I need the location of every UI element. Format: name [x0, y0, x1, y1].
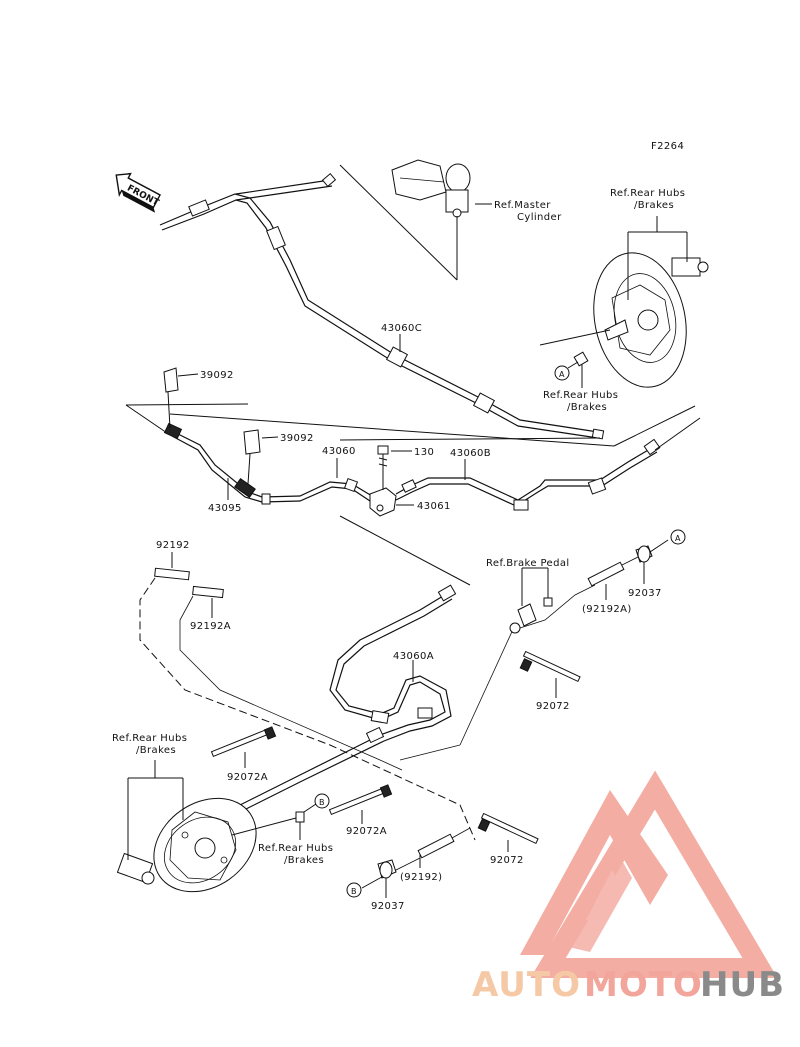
- callout-A-top: A: [559, 370, 565, 379]
- master-cylinder: [339, 159, 492, 281]
- brake-pedal-fitting: [509, 567, 553, 634]
- callout-B-mid: B: [319, 798, 325, 807]
- brake-pipe-43060C: [159, 173, 605, 440]
- part-39092-a: 39092: [200, 370, 234, 381]
- ref-rear-hubs-bottom-line1: Ref.Rear Hubs: [258, 843, 333, 854]
- front-arrow-icon: FRONT: [115, 172, 161, 213]
- watermark-moto: MOTO: [584, 965, 703, 1005]
- callout-A-pedal: A: [675, 534, 681, 543]
- part-92072A-b: 92072A: [346, 826, 387, 837]
- brake-pipe-43060: [261, 477, 373, 505]
- cable-92192: [139, 567, 476, 841]
- clip-39092-a: [163, 367, 199, 429]
- ref-rear-hubs-mid-line1: Ref.Rear Hubs: [543, 390, 618, 401]
- bolt-130: [377, 445, 412, 490]
- fitting-A-top: A: [554, 351, 589, 388]
- part-43060: 43060: [322, 446, 356, 457]
- ref-master-cylinder-line1: Ref.Master: [494, 200, 551, 211]
- part-92192A-b: (92192A): [582, 604, 632, 615]
- guide-lines-mid: [125, 403, 696, 447]
- part-92072-a: 92072: [536, 701, 570, 712]
- part-130: 130: [414, 447, 434, 458]
- ref-rear-hubs-top-line1: Ref.Rear Hubs: [610, 188, 685, 199]
- watermark-auto: AUTO: [472, 965, 581, 1005]
- cable-tie-92072A-left: [210, 726, 277, 768]
- brake-pipe-43060A: [229, 584, 457, 817]
- ref-rear-hubs-mid-line2: /Brakes: [567, 402, 607, 413]
- fitting-B-mid: [231, 793, 330, 840]
- ref-rear-hubs-left-line1: Ref.Rear Hubs: [112, 733, 187, 744]
- brake-hose-43095: [163, 422, 263, 503]
- ref-brake-pedal: Ref.Brake Pedal: [486, 558, 570, 569]
- part-92072-b: 92072: [490, 855, 524, 866]
- part-43060A: 43060A: [393, 651, 434, 662]
- part-92192-b: (92192): [400, 872, 442, 883]
- ref-rear-hubs-left-line2: /Brakes: [136, 745, 176, 756]
- rear-hub-bottom-left: [116, 760, 257, 893]
- figure-id: F2264: [651, 141, 684, 152]
- part-43060C: 43060C: [381, 323, 422, 334]
- callout-B-lower: B: [351, 887, 357, 896]
- part-39092-b: 39092: [280, 433, 314, 444]
- cable-tie-92072-lower: [477, 812, 539, 852]
- ref-master-cylinder-line2: Cylinder: [517, 212, 562, 223]
- part-43060B: 43060B: [450, 448, 491, 459]
- ref-rear-hubs-top-line2: /Brakes: [634, 200, 674, 211]
- watermark-hub: HUB: [700, 965, 785, 1005]
- brake-pipe-43060B: [395, 438, 661, 511]
- clamp-92037-lower: [346, 859, 397, 898]
- clip-39092-b: [243, 429, 279, 485]
- clamp-92037-upper: [635, 529, 686, 584]
- part-92037-a: 92037: [628, 588, 662, 599]
- watermark-logo: [520, 770, 778, 978]
- part-92192-a: 92192: [156, 540, 190, 551]
- cable-tie-92072-upper: [519, 650, 581, 698]
- ref-rear-hubs-bottom-line2: /Brakes: [284, 855, 324, 866]
- part-43061: 43061: [417, 501, 451, 512]
- cable-tie-92072A-mid: [328, 784, 393, 824]
- part-92037-b: 92037: [371, 901, 405, 912]
- cable-92192A-upper: [519, 555, 641, 629]
- rear-hub-top-right: [539, 216, 709, 388]
- joint-43061: [369, 487, 414, 517]
- part-43095: 43095: [208, 503, 242, 514]
- part-92192A-a: 92192A: [190, 621, 231, 632]
- part-92072A-a: 92072A: [227, 772, 268, 783]
